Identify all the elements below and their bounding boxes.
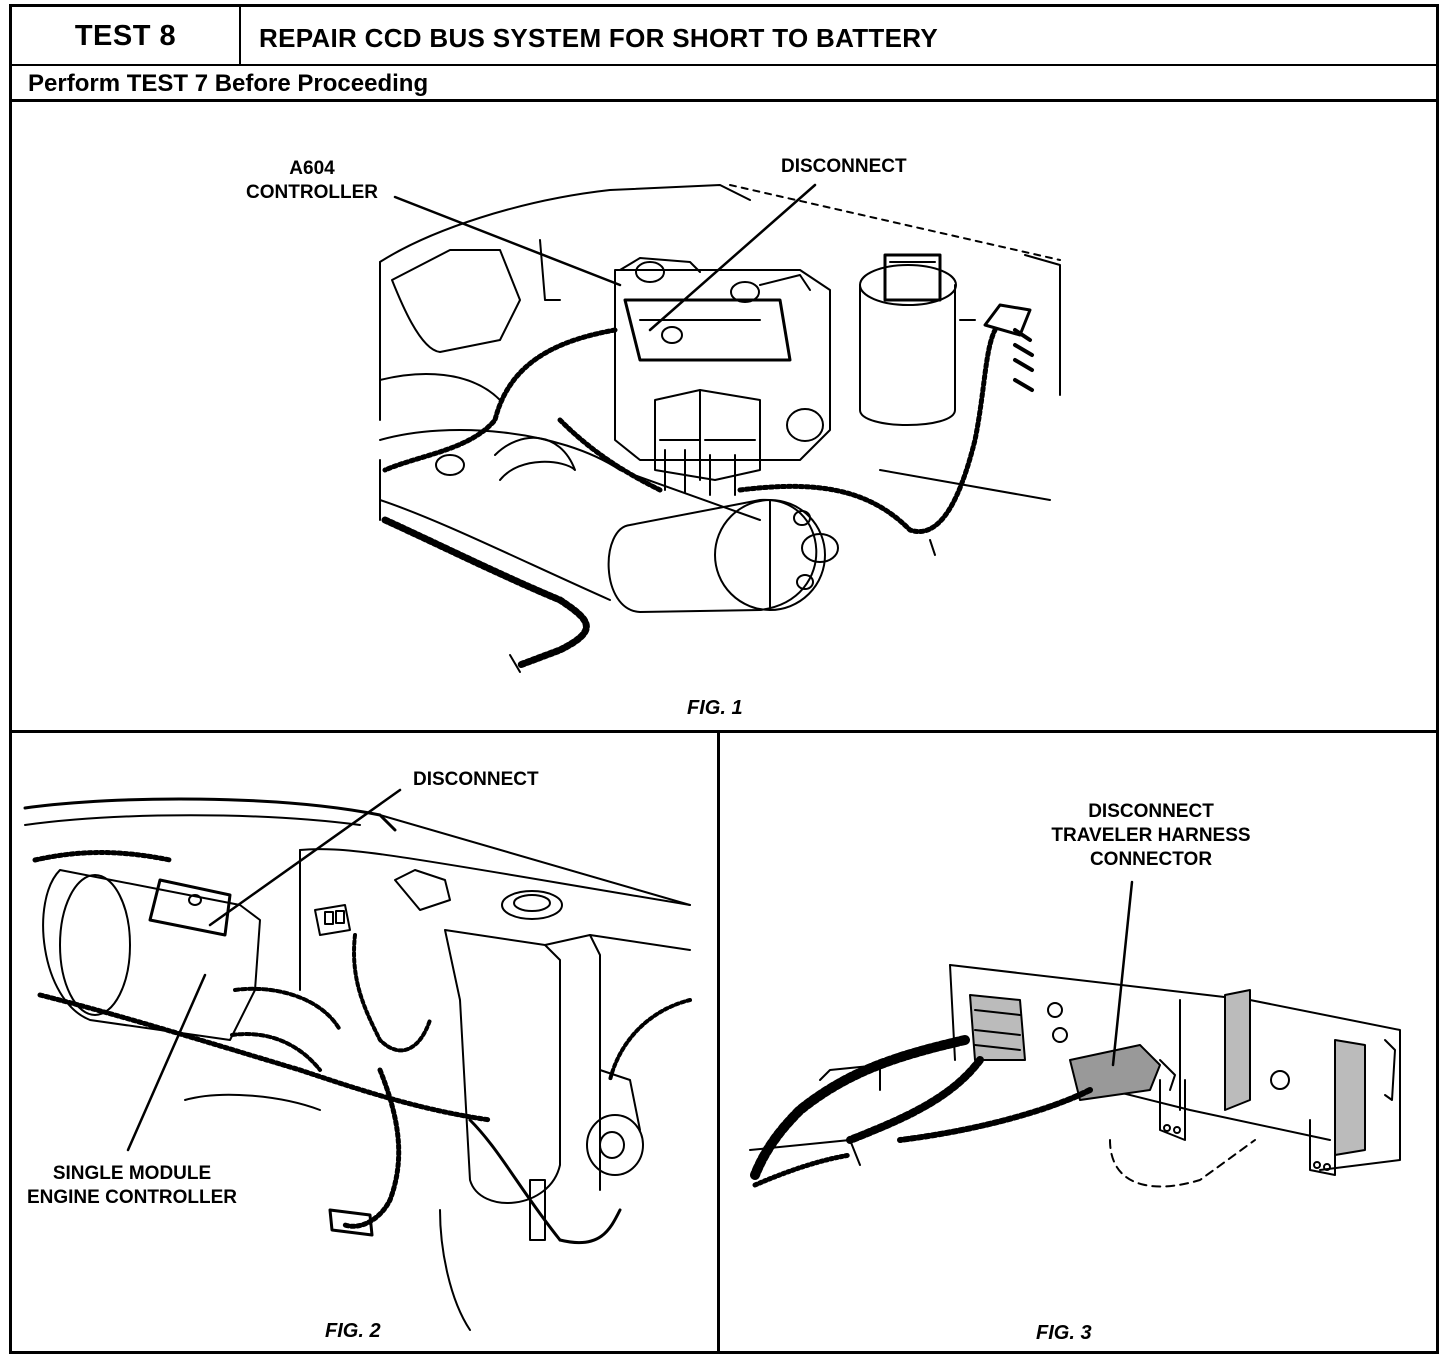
fig2-air-duct	[232, 989, 340, 1070]
fig1-label-controller: CONTROLLER	[246, 182, 378, 203]
fig3-label-disconnect: DISCONNECT	[1088, 801, 1214, 822]
fig1-controller-leader	[395, 197, 620, 285]
a604-controller-shape	[615, 258, 830, 460]
figure-row-divider	[12, 730, 1436, 733]
fig3-label-connector: CONNECTOR	[1089, 849, 1213, 870]
fig1-label-a604-controller: A604 CONTROLLER	[232, 157, 392, 205]
fig1-canister-shape	[860, 255, 956, 425]
subheader-divider	[12, 99, 1436, 102]
figure-column-divider	[717, 733, 720, 1351]
page-frame	[9, 4, 1439, 1354]
fig2-harness-upper	[35, 853, 170, 861]
fig1-caption: FIG. 1	[687, 697, 743, 719]
fig2-solenoid-shape	[587, 1070, 643, 1175]
header-divider	[12, 64, 1436, 66]
fig3-dashed-route	[1110, 1140, 1255, 1187]
fig1-harness-left	[385, 330, 615, 470]
fig1-disconnect-leader	[650, 185, 815, 330]
fig1-fender-outline	[380, 185, 750, 262]
fig2-module-leader	[128, 975, 205, 1150]
fig2-label-single-module: SINGLE MODULE ENGINE CONTROLLER	[12, 1162, 252, 1210]
page-title: REPAIR CCD BUS SYSTEM FOR SHORT TO BATTE…	[259, 23, 939, 53]
prerequisite-note: Perform TEST 7 Before Proceeding	[28, 70, 429, 97]
fig2-reservoir-shape	[315, 870, 690, 1203]
fig1-starter-shape	[609, 500, 838, 612]
fig3-connector-leader	[1113, 882, 1132, 1065]
fig1-label-disconnect: DISCONNECT	[781, 156, 907, 177]
test-number-box: TEST 8	[12, 7, 241, 65]
test-number: TEST 8	[74, 19, 177, 52]
fig1-harness-right	[740, 330, 995, 532]
fig2-cowl-outline	[25, 799, 395, 830]
fig3-caption: FIG. 3	[1036, 1322, 1092, 1344]
fig2-caption: FIG. 2	[325, 1320, 381, 1342]
fig2-disconnect-leader	[210, 790, 400, 925]
fig3-label-traveler-harness: DISCONNECT TRAVELER HARNESS CONNECTOR	[1036, 800, 1266, 872]
fig2-label-single-module-line1: SINGLE MODULE	[52, 1163, 212, 1184]
fig1-label-a604: A604	[289, 158, 335, 179]
fig2-label-engine-controller-line2: ENGINE CONTROLLER	[26, 1187, 238, 1208]
fig3-bracket-panel-shape	[950, 965, 1400, 1170]
single-module-controller-shape	[43, 870, 260, 1040]
relay-pair-shape	[655, 390, 823, 495]
fig3-label-traveler-harness-line2: TRAVELER HARNESS	[1051, 825, 1251, 846]
fig3-harness-bundle	[755, 1040, 965, 1175]
fig2-label-disconnect: DISCONNECT	[413, 769, 539, 790]
